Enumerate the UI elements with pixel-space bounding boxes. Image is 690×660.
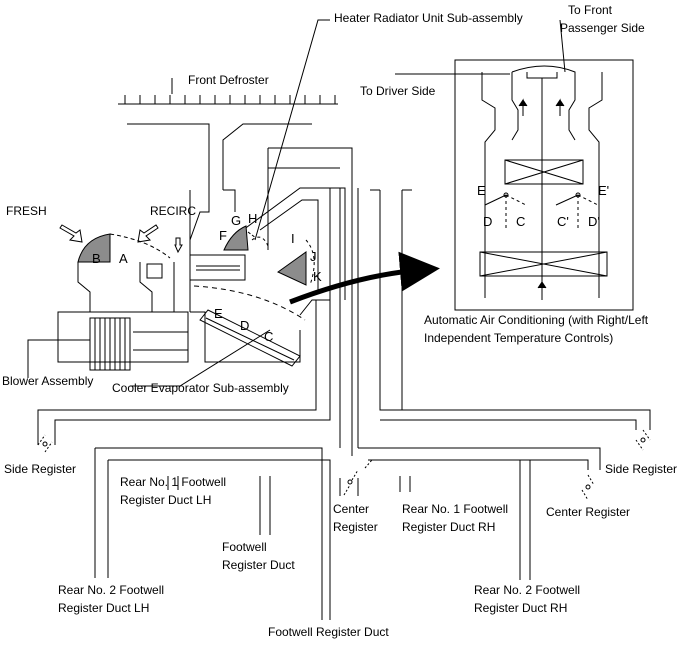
heater-unit-case — [189, 147, 353, 456]
damper-flaps — [77, 225, 307, 286]
center-register-left-label: Center Register — [333, 503, 378, 534]
damper-letter-b: B — [92, 251, 101, 266]
damper-letter-g: G — [231, 213, 242, 228]
rear2-lh-line2: Register Duct LH — [58, 601, 150, 615]
damper-letter-i: I — [291, 231, 295, 246]
inset-letter-d: D — [483, 214, 493, 229]
rear1-lh-line2: Register Duct LH — [120, 493, 212, 507]
rear2-rh-label: Rear No. 2 Footwell Register Duct RH — [474, 584, 580, 615]
cooler-evaporator-label: Cooler Evaporator Sub-assembly — [112, 381, 289, 395]
leader-lines — [27, 19, 566, 387]
blower-assembly — [57, 311, 189, 371]
blower-assembly-label: Blower Assembly — [2, 374, 94, 388]
damper-letter-j: J — [310, 249, 317, 264]
damper-letter-f: F — [219, 228, 227, 243]
damper-letter-e: E — [214, 306, 223, 321]
rear1-rh-line1: Rear No. 1 Footwell — [402, 502, 509, 516]
footwell-duct-label: Footwell Register Duct — [222, 541, 295, 572]
to-front-passenger-line2: Passenger Side — [560, 21, 645, 35]
auto-ac-line1: Automatic Air Conditioning (with Right/L… — [424, 313, 649, 327]
inset-letter-e-prime: E' — [598, 183, 610, 198]
recirc-label: RECIRC — [150, 204, 197, 218]
inset-arrowheads — [519, 100, 564, 288]
rear2-lh-line1: Rear No. 2 Footwell — [58, 583, 165, 597]
rear1-rh-label: Rear No. 1 Footwell Register Duct RH — [402, 503, 508, 534]
damper-letter-k: K — [313, 269, 322, 284]
cooler-evaporator — [199, 309, 301, 367]
rear1-lh-label: Rear No. 1 Footwell Register Duct LH — [120, 476, 226, 507]
auto-ac-line2: Independent Temperature Controls) — [424, 331, 614, 345]
footwell-register-duct-label: Footwell Register Duct — [268, 625, 389, 639]
side-register-right-label: Side Register — [605, 462, 678, 476]
damper-letter-a: A — [119, 251, 128, 266]
damper-letter-d: D — [240, 318, 250, 333]
center-register-right-label: Center Register — [546, 505, 631, 519]
footwell-duct-line2: Register Duct — [222, 558, 295, 572]
to-front-passenger-label: To Front Passenger Side — [560, 4, 645, 35]
rear2-rh-line1: Rear No. 2 Footwell — [474, 583, 581, 597]
intake-arrows — [59, 224, 183, 254]
to-driver-side-label: To Driver Side — [360, 84, 436, 98]
fresh-label: FRESH — [6, 204, 47, 218]
register-ducts — [37, 188, 651, 620]
center-register-left-line2: Register — [333, 520, 378, 534]
rear1-rh-line2: Register Duct RH — [402, 520, 496, 534]
footwell-duct-line1: Footwell — [222, 540, 267, 554]
inset-letter-c: C — [516, 214, 526, 229]
auto-ac-label: Automatic Air Conditioning (with Right/L… — [424, 314, 648, 345]
damper-letter-c: C — [264, 329, 274, 344]
inset-letter-c-prime: C' — [557, 214, 569, 229]
center-register-left-line1: Center — [333, 502, 370, 516]
front-defroster-label: Front Defroster — [188, 73, 269, 87]
damper-letter-h: H — [248, 211, 258, 226]
flow-arrow — [289, 251, 440, 305]
rear2-lh-label: Rear No. 2 Footwell Register Duct LH — [58, 584, 164, 615]
heater-radiator-label: Heater Radiator Unit Sub-assembly — [334, 11, 523, 25]
register-dampers — [37, 429, 651, 501]
inset-letter-e: E — [477, 183, 486, 198]
front-defroster-vents — [118, 78, 338, 190]
to-front-passenger-line1: To Front — [568, 3, 613, 17]
rear1-lh-line1: Rear No. 1 Footwell — [120, 475, 227, 489]
side-register-left-label: Side Register — [4, 462, 77, 476]
rear2-rh-line2: Register Duct RH — [474, 601, 568, 615]
inset-letter-d-prime: D' — [588, 214, 600, 229]
